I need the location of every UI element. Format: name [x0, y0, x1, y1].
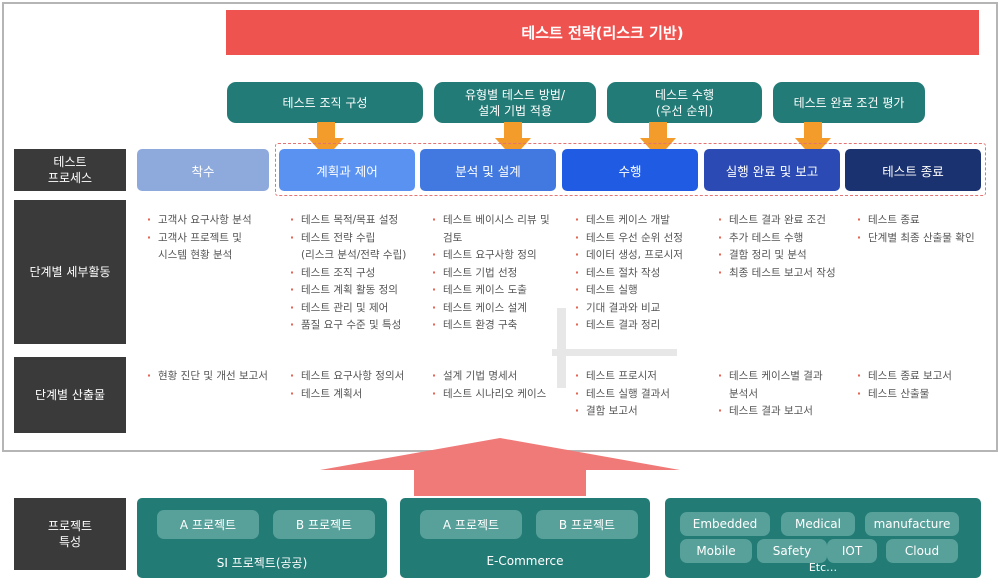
list-item: 테스트 케이스 도출 — [432, 282, 550, 300]
list-item: 테스트 케이스 개발 — [575, 212, 683, 230]
project-chip: Safety — [757, 539, 827, 563]
project-group-etc: Embedded Medical manufacture Mobile Safe… — [665, 498, 981, 578]
list-item: 테스트 계획 활동 정의 — [290, 282, 406, 300]
row-label-process: 테스트 프로세스 — [14, 149, 126, 191]
list-item: 최종 테스트 보고서 작성 — [718, 265, 836, 283]
list-item: 테스트 전략 수립 — [290, 230, 406, 248]
project-group-label: E-Commerce — [486, 554, 564, 568]
list-item: 테스트 조직 구성 — [290, 265, 406, 283]
project-chip: Mobile — [680, 539, 752, 563]
list-item: 현황 진단 및 개선 보고서 — [147, 368, 268, 386]
row-label-outputs: 단계별 산출물 — [14, 357, 126, 433]
list-item: 결함 정리 및 분석 — [718, 247, 836, 265]
list-item-continued: 분석서 — [729, 387, 758, 400]
activity-design: 유형별 테스트 방법/ 설계 기법 적용 — [434, 82, 596, 123]
project-chip: A 프로젝트 — [157, 510, 259, 539]
activity-complete: 테스트 완료 조건 평가 — [773, 82, 925, 123]
list-item-continued: 시스템 현황 분석 — [158, 249, 233, 261]
outputs-reporting: 테스트 케이스별 결과 분석서 테스트 결과 보고서 — [718, 368, 823, 421]
activity-org: 테스트 조직 구성 — [227, 82, 423, 123]
project-group-ecommerce: A 프로젝트 B 프로젝트 E-Commerce — [400, 498, 650, 578]
list-item: 테스트 우선 순위 선정 — [575, 230, 683, 248]
list-item-continued: 검토 — [443, 231, 463, 244]
list-item: 테스트 요구사항 정의서 — [290, 368, 404, 386]
list-item: 테스트 시나리오 케이스 — [432, 386, 546, 404]
outputs-execution: 테스트 프로시저 테스트 실행 결과서 결함 보고서 — [575, 368, 670, 421]
list-item: 추가 테스트 수행 — [718, 230, 836, 248]
project-chip: IOT — [827, 539, 877, 563]
project-chip: Cloud — [886, 539, 958, 563]
list-item: 테스트 종료 — [857, 212, 975, 230]
list-item: 테스트 결과 정리 — [575, 317, 683, 335]
phase-planning: 계획과 제어 — [279, 149, 415, 191]
details-reporting: 테스트 결과 완료 조건 추가 테스트 수행 결함 정리 및 분석 최종 테스트… — [718, 212, 836, 282]
list-item: 테스트 실행 — [575, 282, 683, 300]
details-initiation: 고객사 요구사항 분석 고객사 프로젝트 및 시스템 현황 분석 — [147, 212, 252, 265]
phase-execution: 수행 — [562, 149, 698, 191]
list-item: 테스트 결과 완료 조건 — [718, 212, 836, 230]
list-item: 테스트 프로시저 — [575, 368, 670, 386]
list-item: 테스트 케이스별 결과 — [718, 368, 823, 386]
list-item: 테스트 관리 및 제어 — [290, 300, 406, 318]
row-label-project: 프로젝트 특성 — [14, 498, 126, 570]
list-item: 테스트 종료 보고서 — [857, 368, 952, 386]
list-item: 고객사 요구사항 분석 — [147, 212, 252, 230]
list-item: 테스트 목적/목표 설정 — [290, 212, 406, 230]
activity-execute: 테스트 수행 (우선 순위) — [607, 82, 762, 123]
list-item: 테스트 요구사항 정의 — [432, 247, 550, 265]
list-item: 단계별 최종 산출물 확인 — [857, 230, 975, 248]
list-item: 테스트 계획서 — [290, 386, 404, 404]
phase-closure: 테스트 종료 — [845, 149, 981, 191]
list-item-continued: (리스크 분석/전략 수립) — [301, 249, 407, 261]
list-item: 테스트 산출물 — [857, 386, 952, 404]
watermark-vertical — [557, 308, 566, 388]
phase-reporting: 실행 완료 및 보고 — [704, 149, 840, 191]
list-item: 테스트 실행 결과서 — [575, 386, 670, 404]
list-item: 설계 기법 명세서 — [432, 368, 546, 386]
list-item: 결함 보고서 — [575, 403, 670, 421]
row-label-activities: 단계별 세부활동 — [14, 200, 126, 344]
list-item: 데이터 생성, 프로시저 — [575, 247, 683, 265]
project-chip: Medical — [781, 512, 855, 536]
phase-analysis: 분석 및 설계 — [420, 149, 556, 191]
outputs-closure: 테스트 종료 보고서 테스트 산출물 — [857, 368, 952, 403]
list-item: 고객사 프로젝트 및 — [147, 230, 252, 248]
project-chip: B 프로젝트 — [273, 510, 375, 539]
list-item: 테스트 환경 구축 — [432, 317, 550, 335]
outputs-planning: 테스트 요구사항 정의서 테스트 계획서 — [290, 368, 404, 403]
details-planning: 테스트 목적/목표 설정 테스트 전략 수립 (리스크 분석/전략 수립) 테스… — [290, 212, 406, 335]
strategy-scope-outline — [275, 143, 986, 196]
details-execution: 테스트 케이스 개발 테스트 우선 순위 선정 데이터 생성, 프로시저 테스트… — [575, 212, 683, 335]
watermark-horizontal — [552, 349, 677, 356]
project-chip: Embedded — [680, 512, 770, 536]
project-group-si: A 프로젝트 B 프로젝트 SI 프로젝트(공공) — [137, 498, 387, 578]
up-arrow-icon — [320, 438, 680, 496]
down-arrow-icon — [640, 122, 676, 158]
outputs-analysis: 설계 기법 명세서 테스트 시나리오 케이스 — [432, 368, 546, 403]
project-chip: A 프로젝트 — [420, 510, 522, 539]
list-item: 테스트 베이시스 리뷰 및 — [432, 212, 550, 230]
list-item: 기대 결과와 비교 — [575, 300, 683, 318]
list-item: 테스트 절차 작성 — [575, 265, 683, 283]
outputs-initiation: 현황 진단 및 개선 보고서 — [147, 368, 268, 386]
list-item: 테스트 케이스 설계 — [432, 300, 550, 318]
list-item: 테스트 기법 선정 — [432, 265, 550, 283]
strategy-title: 테스트 전략(리스크 기반) — [226, 10, 979, 55]
down-arrow-icon — [795, 122, 831, 158]
project-group-label: SI 프로젝트(공공) — [216, 556, 308, 570]
down-arrow-icon — [308, 122, 344, 158]
list-item: 테스트 결과 보고서 — [718, 403, 823, 421]
details-analysis: 테스트 베이시스 리뷰 및 검토 테스트 요구사항 정의 테스트 기법 선정 테… — [432, 212, 550, 335]
down-arrow-icon — [495, 122, 531, 158]
phase-initiation: 착수 — [137, 149, 269, 191]
project-group-label: Etc… — [808, 561, 838, 574]
project-chip: manufacture — [865, 512, 959, 536]
details-closure: 테스트 종료 단계별 최종 산출물 확인 — [857, 212, 975, 247]
project-chip: B 프로젝트 — [536, 510, 638, 539]
list-item: 품질 요구 수준 및 특성 — [290, 317, 406, 335]
